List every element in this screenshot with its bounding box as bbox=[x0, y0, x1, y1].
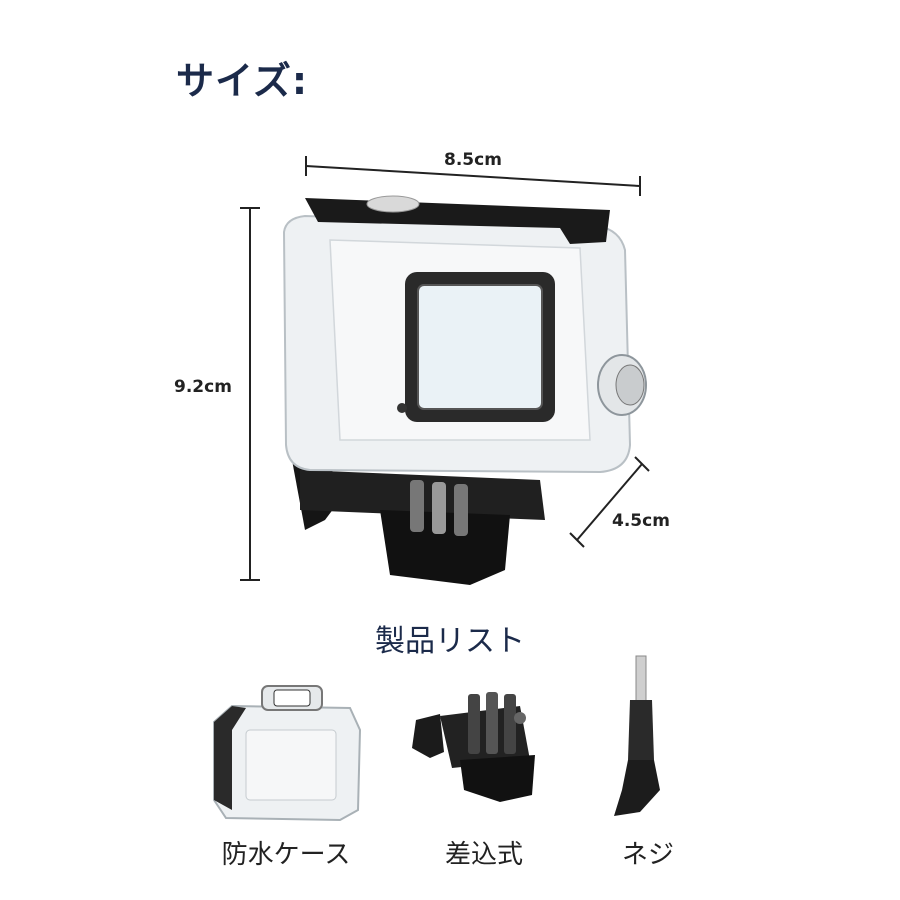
height-dimension-label: 9.2cm bbox=[174, 377, 232, 397]
height-dimension-line bbox=[240, 207, 260, 581]
item-screw-image bbox=[614, 655, 660, 816]
depth-dimension-label: 4.5cm bbox=[612, 511, 670, 531]
item-mount-image bbox=[412, 692, 535, 802]
product-list-title: 製品リスト bbox=[375, 624, 525, 659]
width-dimension-line bbox=[305, 156, 641, 196]
width-dimension-label: 8.5cm bbox=[444, 150, 502, 170]
item-label-case: 防水ケース bbox=[221, 840, 351, 870]
waterproof-case-main bbox=[282, 195, 647, 585]
depth-dimension-line bbox=[569, 456, 650, 548]
item-case-image bbox=[213, 685, 362, 822]
main-product-illustration bbox=[240, 156, 650, 585]
page-title: サイズ: bbox=[176, 59, 309, 103]
item-label-mount: 差込式 bbox=[444, 840, 523, 870]
item-label-screw: ネジ bbox=[621, 840, 674, 870]
